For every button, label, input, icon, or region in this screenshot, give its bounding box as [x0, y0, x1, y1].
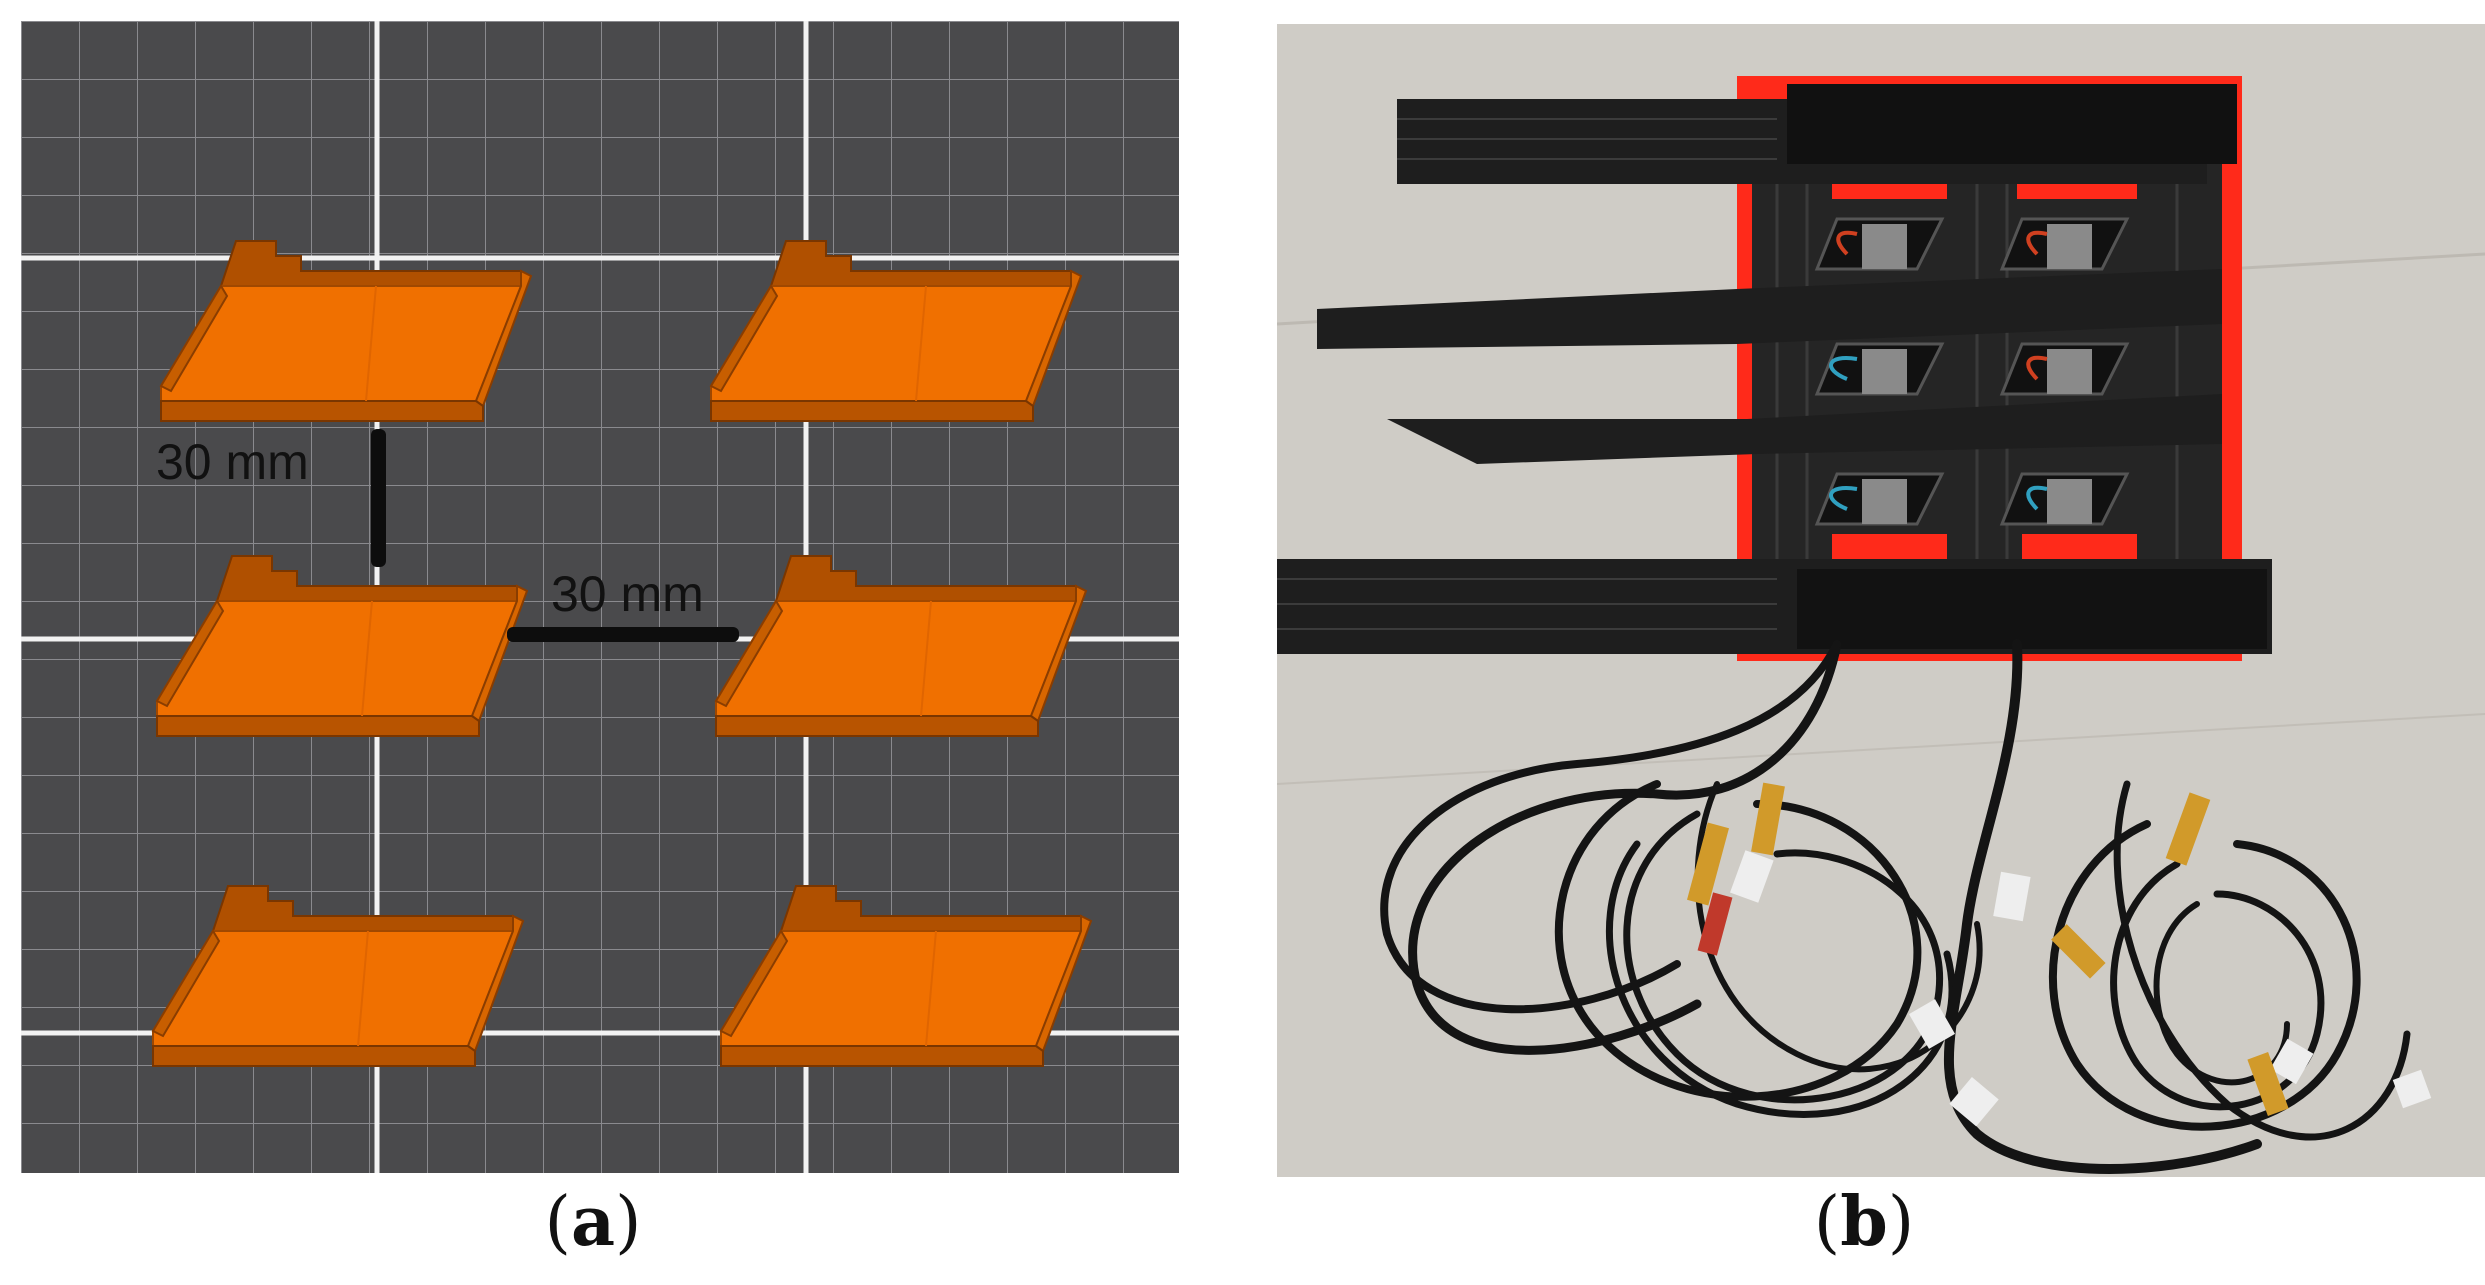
coax-connector-icon — [2165, 792, 2211, 866]
photo-panel — [1277, 24, 2485, 1177]
coax-connector-icon — [1751, 782, 1785, 856]
coax-connector-icon — [2051, 924, 2106, 979]
photo-canvas — [1277, 24, 2485, 1177]
strap-middle — [1387, 394, 2222, 464]
coax-connector-icon — [2247, 1052, 2289, 1116]
strap-upper — [1317, 269, 2222, 349]
vertical-dimension-label: 30 mm — [156, 434, 309, 490]
caption-b: (b) — [1813, 1182, 1915, 1262]
caption-a-letter: a — [570, 1182, 616, 1262]
render-panel: 30 mm 30 mm — [21, 21, 1179, 1173]
horizontal-dimension-bar — [507, 627, 739, 642]
vertical-dimension-bar — [371, 429, 386, 567]
caption-b-letter: b — [1840, 1182, 1888, 1262]
coax-connector-icon — [1687, 822, 1733, 956]
render-canvas: 30 mm 30 mm — [21, 21, 1179, 1173]
horizontal-dimension-label: 30 mm — [551, 566, 704, 622]
caption-a: (a) — [544, 1182, 642, 1262]
textile-base — [1752, 109, 2222, 629]
